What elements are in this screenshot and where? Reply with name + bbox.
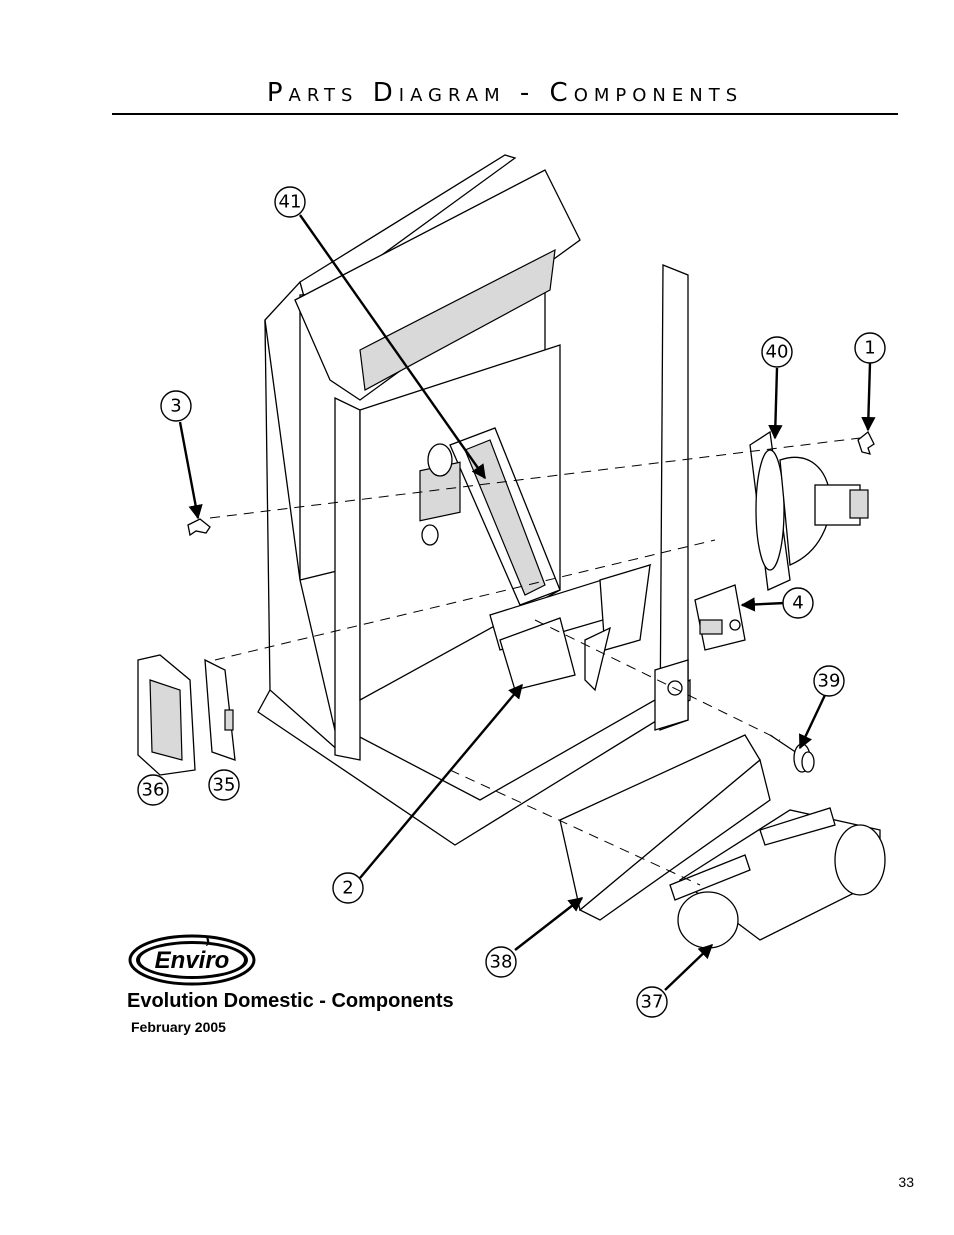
page-number: 33 (898, 1174, 914, 1190)
svg-text:41: 41 (279, 192, 302, 213)
diagram-caption: Evolution Domestic - Components (127, 990, 454, 1012)
leader-arrows (178, 214, 876, 991)
svg-text:36: 36 (142, 780, 165, 801)
logo-text: Enviro (155, 947, 230, 974)
svg-text:38: 38 (490, 952, 513, 973)
callout-36: 36 (137, 774, 169, 806)
alignment-lines (209, 437, 861, 886)
page-title: Parts Diagram - Components (266, 78, 744, 108)
svg-text:3: 3 (170, 396, 181, 417)
svg-text:40: 40 (766, 342, 789, 363)
diagram-date: February 2005 (131, 1019, 226, 1035)
callout-1: 1 (854, 332, 886, 364)
clip-part-3 (187, 518, 211, 537)
svg-text:39: 39 (818, 671, 841, 692)
callout-41: 41 (274, 186, 306, 218)
svg-text:1: 1 (864, 338, 875, 359)
bolt-part-39 (769, 734, 815, 773)
combustion-blower (749, 430, 869, 591)
heat-shield-part-38 (559, 734, 771, 921)
title-rule (112, 113, 898, 115)
callout-3: 3 (160, 390, 192, 422)
callout-4: 4 (782, 587, 814, 619)
svg-text:2: 2 (342, 878, 353, 899)
callout-40: 40 (761, 336, 793, 368)
callout-37: 37 (636, 986, 668, 1018)
svg-text:37: 37 (641, 992, 664, 1013)
svg-text:4: 4 (792, 593, 803, 614)
switch-part-4 (694, 584, 746, 651)
callout-38: 38 (485, 946, 517, 978)
control-panel-part-36 (137, 654, 196, 776)
callout-39: 39 (813, 665, 845, 697)
svg-text:35: 35 (213, 775, 236, 796)
enviro-logo: Enviro (128, 934, 256, 986)
cover-plate-part-35 (204, 658, 236, 761)
callout-35: 35 (208, 769, 240, 801)
callout-2: 2 (332, 872, 364, 904)
convection-fan-part-37 (669, 807, 886, 949)
flame-icon (206, 936, 210, 946)
clip-part-1 (857, 430, 875, 455)
bracket-assembly (419, 427, 652, 692)
